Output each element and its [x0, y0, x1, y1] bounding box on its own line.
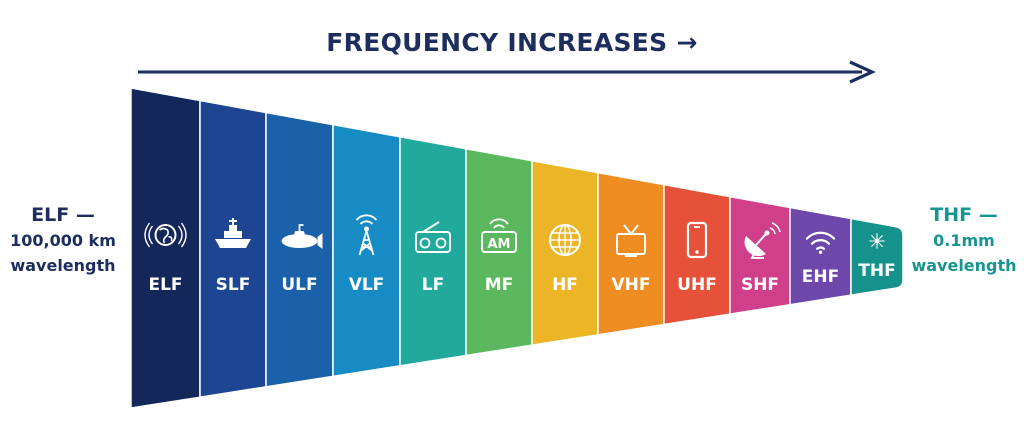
band-label: LF [422, 275, 444, 295]
thf-note-line2: 0.1mm [933, 231, 995, 250]
radio-tower-icon [355, 214, 378, 256]
elf-note-line2: 100,000 km [10, 231, 116, 250]
thf-wavelength-note: THF — 0.1mm wavelength [904, 203, 1024, 278]
band-elf: ELF [130, 87, 201, 409]
thf-note-line3: wavelength [911, 256, 1017, 275]
band-shape [130, 87, 201, 409]
am-radio-icon: AM [481, 218, 517, 253]
tv-icon [616, 224, 646, 257]
band-shf: SHF [729, 195, 791, 315]
band-label: MF [485, 275, 514, 295]
arrow-head [849, 60, 876, 84]
smartphone-icon [686, 221, 708, 259]
diagram-title: FREQUENCY INCREASES → [326, 28, 698, 57]
band-hf: HF [531, 159, 599, 347]
thf-note-line1: THF — [930, 204, 998, 226]
band-thf: THF [850, 217, 904, 297]
band-shape [850, 217, 904, 297]
band-slf: SLF [199, 99, 267, 399]
laser-spark-icon [869, 233, 885, 249]
band-mf: AM MF [465, 147, 533, 357]
satellite-dish-icon [744, 222, 781, 259]
radio-icon [415, 221, 451, 253]
svg-text:AM: AM [488, 237, 511, 252]
band-lf: LF [399, 135, 467, 367]
band-shape [265, 111, 334, 388]
elf-wavelength-note: ELF — 100,000 km wavelength [4, 203, 122, 278]
band-shape [199, 99, 267, 399]
band-label: ULF [281, 275, 317, 295]
globe-icon [549, 224, 581, 256]
wifi-icon [805, 231, 836, 254]
band-shape [663, 183, 731, 326]
band-label: VHF [612, 275, 651, 295]
band-vhf: VHF [597, 171, 665, 336]
submarine-icon [281, 224, 323, 249]
ship-icon [215, 218, 251, 248]
band-label: VLF [349, 275, 385, 295]
band-uhf: UHF [663, 183, 731, 326]
band-shape [789, 206, 852, 306]
band-shape [332, 123, 401, 378]
band-ehf: EHF [789, 206, 852, 306]
globe-field-icon [144, 222, 187, 248]
band-label: SHF [741, 275, 779, 295]
band-label: UHF [677, 275, 717, 295]
band-ulf: ULF [265, 111, 334, 388]
elf-note-line3: wavelength [10, 256, 116, 275]
band-label: SLF [216, 275, 251, 295]
band-label: EHF [802, 267, 839, 287]
band-vlf: VLF [332, 123, 401, 378]
elf-note-line1: ELF — [31, 204, 95, 226]
band-label: ELF [148, 275, 182, 295]
band-label: HF [552, 275, 578, 295]
band-label: THF [858, 261, 895, 281]
